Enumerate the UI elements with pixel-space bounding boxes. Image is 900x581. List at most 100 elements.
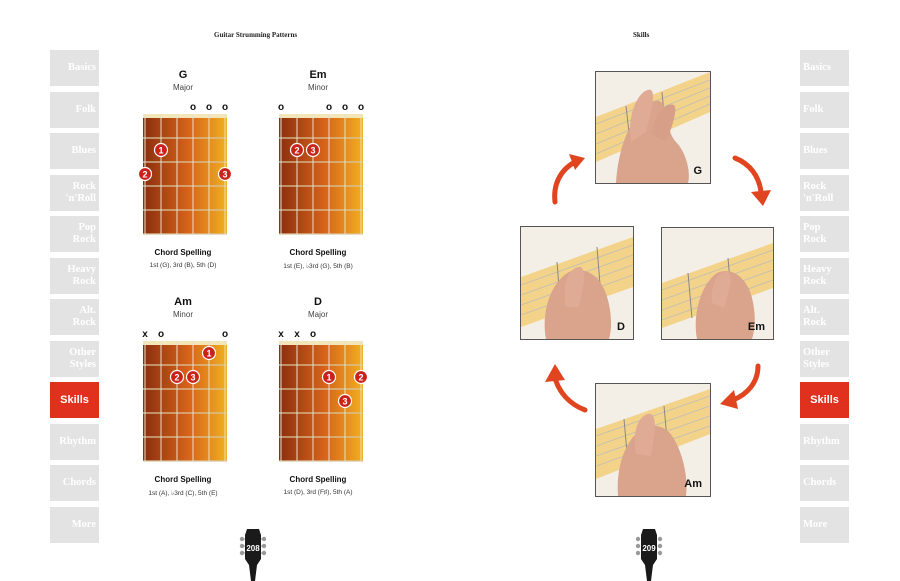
section-tab[interactable]: Other Styles: [50, 340, 99, 377]
finger-dot: 1: [201, 345, 217, 361]
fretboard-wood: [143, 341, 227, 461]
chord-photo-am: Am: [595, 383, 711, 497]
chord-name: D: [314, 296, 322, 308]
chord-name: G: [178, 69, 188, 81]
open-string-marker: o: [358, 102, 364, 113]
finger-dot: 1: [153, 142, 169, 158]
section-tab[interactable]: Heavy Rock: [50, 257, 99, 294]
hand-fretting-icon: [521, 227, 633, 339]
finger-dot: 2: [353, 369, 369, 385]
open-string-marker: o: [158, 329, 164, 340]
running-head-left: Guitar Strumming Patterns: [214, 31, 298, 39]
svg-text:1: 1: [158, 145, 163, 155]
section-tab[interactable]: Pop Rock: [50, 216, 99, 252]
section-tab[interactable]: Skills: [800, 382, 849, 418]
fretboard-nut: [279, 114, 363, 118]
chord-spelling-title: Chord Spelling: [154, 248, 212, 257]
chord-spelling-title: Chord Spelling: [154, 475, 212, 484]
guitar-headstock-folio-icon: 208: [239, 529, 267, 581]
section-tab[interactable]: Alt. Rock: [50, 299, 99, 335]
section-tab[interactable]: Rhythm: [800, 423, 849, 460]
section-tab[interactable]: Pop Rock: [800, 216, 849, 252]
chord-spelling: 1st (D), 3rd (F♯), 5th (A): [283, 489, 353, 496]
chord-quality: Major: [307, 310, 328, 319]
open-string-marker: o: [222, 102, 228, 113]
chord-spelling-title: Chord Spelling: [289, 248, 347, 257]
page-number: 209: [642, 544, 656, 553]
finger-dot: 1: [321, 369, 337, 385]
svg-text:1: 1: [206, 348, 211, 358]
svg-text:3: 3: [222, 169, 227, 179]
muted-string-marker: x: [278, 329, 284, 340]
photo-label: Em: [747, 321, 765, 333]
page-number: 208: [246, 544, 260, 553]
finger-dot: 2: [169, 369, 185, 385]
open-string-marker: o: [326, 102, 332, 113]
section-tab[interactable]: Rock 'n'Roll: [50, 174, 99, 211]
guitar-headstock-folio-icon: 209: [635, 529, 663, 581]
hand-fretting-icon: [662, 228, 773, 339]
svg-text:2: 2: [358, 372, 363, 382]
open-string-marker: o: [190, 102, 196, 113]
section-tab[interactable]: Heavy Rock: [800, 257, 849, 294]
open-string-marker: o: [342, 102, 348, 113]
finger-dot: 3: [305, 142, 321, 158]
section-tab[interactable]: More: [800, 506, 849, 543]
chord-name: Em: [309, 69, 327, 81]
section-tab[interactable]: Chords: [50, 465, 99, 501]
finger-dot: 2: [289, 142, 305, 158]
section-tab[interactable]: Blues: [800, 133, 849, 169]
photo-label: Am: [684, 478, 702, 490]
open-string-marker: o: [278, 102, 284, 113]
hand-fretting-icon: [596, 72, 710, 183]
arrow-up-right-icon: [552, 154, 585, 205]
open-string-marker: o: [310, 329, 316, 340]
arrow-up-left-icon: [545, 364, 588, 413]
section-tab[interactable]: Rock 'n'Roll: [800, 174, 849, 211]
chord-quality: Minor: [172, 310, 193, 319]
photo-label: G: [693, 165, 702, 177]
section-tab[interactable]: Rhythm: [50, 423, 99, 460]
chord-quality: Major: [172, 83, 193, 92]
section-tab[interactable]: Basics: [800, 50, 849, 86]
section-tab[interactable]: Other Styles: [800, 340, 849, 377]
section-tab[interactable]: Skills: [50, 382, 99, 418]
section-tab[interactable]: More: [50, 506, 99, 543]
fretboard-nut: [279, 341, 363, 345]
chord-spelling: 1st (E), ♭3rd (G), 5th (B): [283, 263, 353, 270]
chord-quality: Minor: [307, 83, 328, 92]
section-tab[interactable]: Chords: [800, 465, 849, 501]
running-head-right: Skills: [633, 31, 650, 39]
photo-label: D: [617, 321, 625, 333]
section-tab[interactable]: Folk: [800, 91, 849, 128]
fretboard-nut: [143, 341, 227, 345]
chord-spelling: 1st (G), 3rd (B), 5th (D): [149, 262, 217, 269]
finger-dot: 3: [337, 393, 353, 409]
svg-text:3: 3: [190, 372, 195, 382]
finger-dot: 3: [185, 369, 201, 385]
chord-spelling-title: Chord Spelling: [289, 475, 347, 484]
svg-text:2: 2: [142, 169, 147, 179]
svg-text:3: 3: [342, 396, 347, 406]
section-tab[interactable]: Alt. Rock: [800, 299, 849, 335]
chord-photo-g: G: [595, 71, 711, 184]
fretboard-wood: [143, 114, 227, 234]
fretboard-nut: [143, 114, 227, 118]
chord-photo-em: Em: [661, 227, 774, 340]
section-tab[interactable]: Basics: [50, 50, 99, 86]
section-tab[interactable]: Blues: [50, 133, 99, 169]
muted-string-marker: x: [294, 329, 300, 340]
chord-spelling: 1st (A), ♭3rd (C), 5th (E): [148, 490, 218, 497]
hand-fretting-icon: [596, 384, 710, 496]
chord-name: Am: [174, 296, 192, 308]
svg-text:1: 1: [326, 372, 331, 382]
section-tab[interactable]: Folk: [50, 91, 99, 128]
